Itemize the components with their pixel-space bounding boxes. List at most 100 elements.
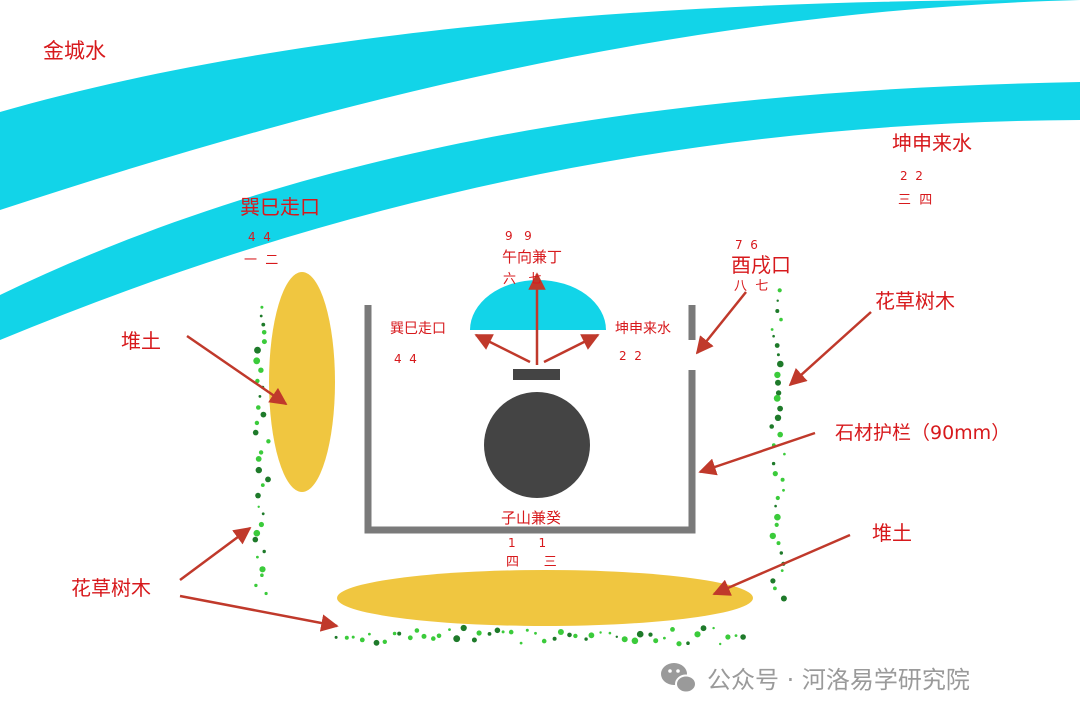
label-you-xu-exit-cn: 八 七 (734, 279, 768, 294)
plant-dot (261, 330, 267, 335)
plant-dot (774, 371, 781, 379)
plant-dot (255, 378, 260, 384)
label-plants-left: 花草树木 (71, 576, 151, 600)
label-kun-shen-water-top-nums: 2 2 (900, 169, 923, 183)
plant-dot (772, 471, 778, 477)
mound-left (269, 272, 335, 492)
label-xun-si-exit-top: 巽巳走口 (240, 195, 320, 219)
plant-dot (780, 569, 784, 572)
water-band-outer (0, 0, 1080, 210)
plant-dot (334, 635, 338, 639)
label-kun-shen-water-inner-nums: 2 2 (619, 349, 642, 363)
plant-dot (501, 630, 505, 634)
plant-dot (777, 405, 783, 412)
label-xun-si-exit-inner-nums: 4 4 (394, 352, 417, 366)
plant-dot (382, 639, 387, 644)
plant-dot (261, 339, 267, 345)
plant-dot (774, 504, 777, 508)
plant-dot (725, 634, 731, 640)
plant-dot (260, 573, 264, 577)
plant-dot (261, 322, 266, 327)
plant-dot (769, 532, 776, 540)
plant-dot (584, 637, 588, 641)
label-mound-bottom: 堆土 (872, 521, 912, 545)
plant-dot (777, 360, 784, 368)
plant-dot (663, 636, 666, 640)
plant-dot (255, 456, 262, 462)
plant-dot (599, 631, 602, 634)
plant-dot (608, 631, 612, 635)
tomb-mound (484, 392, 590, 498)
plant-dot (266, 439, 271, 444)
label-zi-mountain: 子山兼癸 (501, 509, 561, 527)
plant-dot (255, 405, 261, 410)
arrow-plants-left-up (179, 526, 252, 582)
mound-bottom (337, 570, 753, 626)
plant-dot (525, 628, 529, 632)
tomb-stele (513, 369, 560, 380)
plant-dot (261, 512, 265, 516)
label-kun-shen-water-inner: 坤申来水 (615, 321, 671, 337)
plant-dot (769, 424, 774, 429)
plant-dot (252, 536, 259, 543)
plant-dot (436, 633, 442, 639)
arrow-right-kun (543, 333, 600, 364)
plant-dot (256, 555, 259, 559)
plant-dot (253, 357, 261, 365)
plant-dot (476, 630, 482, 636)
plant-dot (648, 632, 653, 637)
stone-railing (364, 305, 696, 534)
label-xun-si-exit-top-nums: 4 4 (248, 230, 271, 244)
wechat-icon (661, 663, 697, 694)
plant-dot (694, 631, 701, 638)
arrow-left-xun (474, 333, 531, 364)
label-plants-right: 花草树木 (875, 289, 955, 313)
plant-dot (344, 635, 349, 640)
plant-dot (557, 629, 564, 635)
arrow-mound-bottom (712, 533, 851, 596)
label-you-xu-exit-nums: 7 6 (735, 238, 758, 252)
arrow-plants-right (788, 311, 872, 387)
plant-dot (259, 314, 263, 318)
plant-dot (567, 632, 572, 638)
plant-dot (257, 505, 260, 508)
plant-dot (253, 529, 261, 537)
plant-dot (397, 631, 402, 636)
label-xun-si-exit-top-cn: 一 二 (244, 253, 278, 268)
plant-dot (780, 595, 787, 602)
plant-dot (392, 631, 397, 636)
arrow-you-xu (695, 291, 747, 355)
plant-dot (453, 635, 461, 643)
label-stone-railing: 石材护栏（90mm） (835, 422, 1010, 444)
arrow-railing (698, 431, 816, 476)
label-kun-shen-water-top-cn: 三 四 (898, 193, 932, 208)
plant-dot (373, 639, 380, 646)
plant-dot (541, 638, 547, 644)
plant-dot (777, 431, 783, 438)
plant-dot (252, 429, 259, 436)
plant-dot (615, 635, 618, 638)
plant-dot (771, 461, 776, 466)
plant-dot (774, 343, 780, 348)
plant-dot (359, 637, 365, 643)
plants-dots (252, 288, 787, 647)
plant-dot (777, 288, 782, 293)
plant-dot (670, 627, 675, 632)
plant-dot (265, 476, 271, 483)
plant-dot (774, 522, 779, 528)
plant-dot (258, 521, 264, 528)
plant-dot (460, 624, 467, 632)
plant-dot (775, 379, 781, 386)
plant-dot (782, 488, 785, 492)
plant-dot (260, 305, 264, 309)
plant-dot (686, 641, 690, 645)
plant-dot (534, 631, 537, 635)
arrow-mound-left (186, 334, 288, 406)
plant-dot (712, 626, 715, 630)
plant-dot (552, 636, 557, 641)
plant-dot (260, 411, 267, 418)
label-wu-direction: 午向兼丁 (502, 248, 562, 266)
watermark-text: 公众号 · 河洛易学研究院 (707, 666, 970, 694)
